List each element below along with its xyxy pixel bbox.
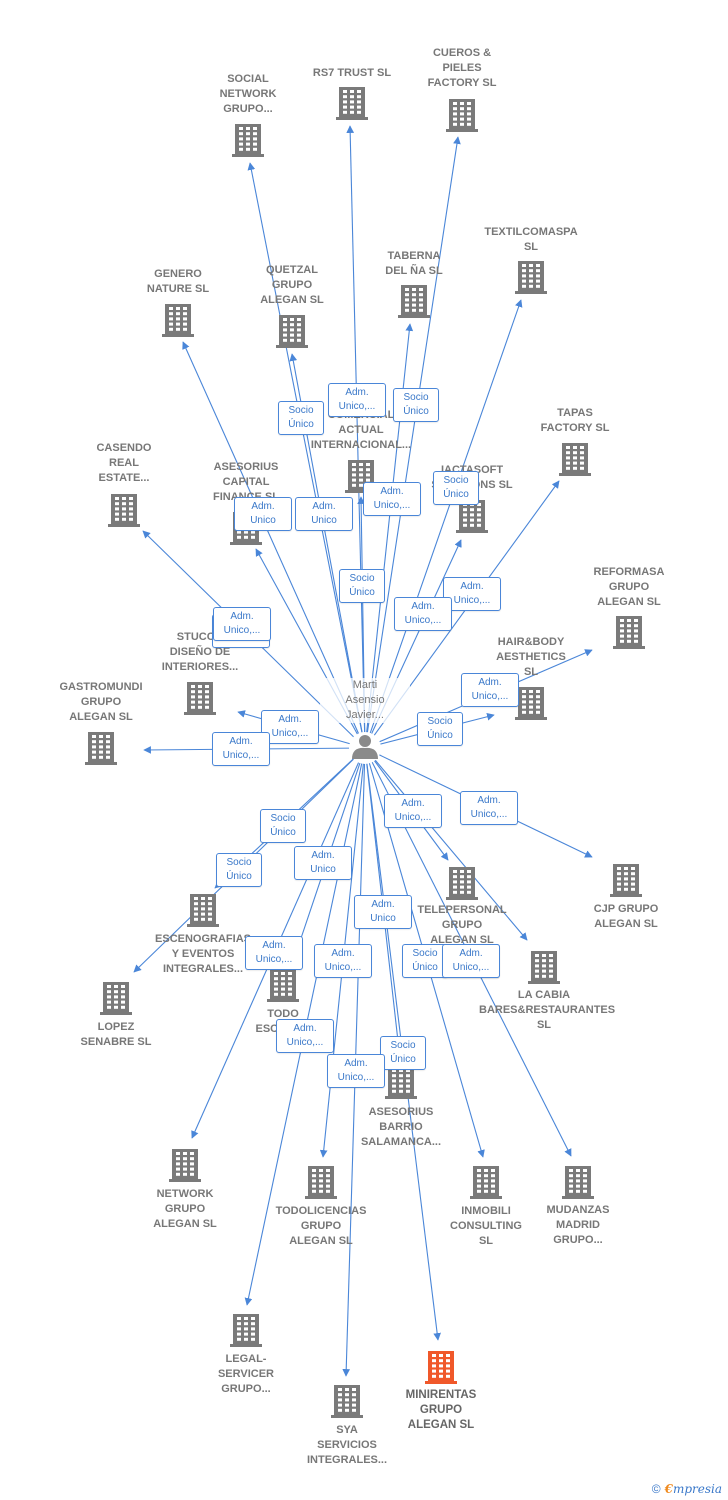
relation-badge[interactable]: Adm. Unico	[295, 497, 353, 531]
footer-brand[interactable]: ©€mpresia	[652, 1482, 722, 1496]
company-label-genero[interactable]: GENERO NATURE SL	[146, 268, 210, 295]
relation-badge[interactable]: Adm. Unico,...	[442, 944, 500, 978]
building-icon[interactable]	[610, 864, 642, 897]
relation-badge[interactable]: Adm. Unico,...	[261, 710, 319, 744]
edge-rs7	[346, 125, 366, 749]
relation-badge[interactable]: Adm. Unico,...	[363, 482, 421, 516]
company-label-lopez[interactable]: LOPEZ SENABRE SL	[80, 1021, 152, 1048]
company-label-social[interactable]: SOCIAL NETWORK GRUPO...	[219, 73, 277, 115]
building-icon[interactable]	[184, 682, 216, 715]
company-label-legal[interactable]: LEGAL- SERVICER GRUPO...	[217, 1353, 275, 1395]
relation-badge[interactable]: Socio Único	[278, 401, 324, 435]
relation-badge[interactable]: Socio Único	[339, 569, 385, 603]
company-label-inmobili[interactable]: INMOBILI CONSULTING SL	[450, 1205, 522, 1247]
relation-badge[interactable]: Adm. Unico,...	[276, 1019, 334, 1053]
relation-badge[interactable]: Adm. Unico,...	[460, 791, 518, 825]
company-label-stucco[interactable]: STUCCO DISEÑO DE INTERIORES...	[161, 631, 239, 673]
relation-badge[interactable]: Adm. Unico,...	[213, 607, 271, 641]
company-label-todolicencias[interactable]: TODOLICENCIAS GRUPO ALEGAN SL	[275, 1205, 367, 1247]
edge-cueros	[364, 136, 461, 749]
relation-badge[interactable]: Adm. Unico,...	[212, 732, 270, 766]
relation-badge[interactable]: Adm. Unico,...	[327, 1054, 385, 1088]
relation-badge[interactable]: Socio Único	[417, 712, 463, 746]
company-label-reformasa[interactable]: REFORMASA GRUPO ALEGAN SL	[593, 566, 665, 608]
relation-badge[interactable]: Adm. Unico	[234, 497, 292, 531]
building-icon[interactable]	[230, 1314, 262, 1347]
company-label-rs7[interactable]: RS7 TRUST SL	[312, 67, 392, 79]
building-icon[interactable]	[446, 867, 478, 900]
relation-badge[interactable]: Adm. Unico,...	[384, 794, 442, 828]
building-icon[interactable]	[100, 982, 132, 1015]
company-label-gastromundi[interactable]: GASTROMUNDI GRUPO ALEGAN SL	[59, 681, 143, 723]
company-label-network[interactable]: NETWORK GRUPO ALEGAN SL	[153, 1188, 217, 1230]
building-icon[interactable]	[336, 87, 368, 120]
building-icon[interactable]	[305, 1166, 337, 1199]
relation-badge[interactable]: Socio Único	[260, 809, 306, 843]
relation-badge[interactable]: Adm. Unico,...	[443, 577, 501, 611]
relation-badge[interactable]: Socio Único	[393, 388, 439, 422]
building-icon[interactable]	[398, 285, 430, 318]
building-icon[interactable]	[559, 443, 591, 476]
building-icon[interactable]	[385, 1066, 417, 1099]
building-icon[interactable]	[232, 124, 264, 157]
company-label-casendo[interactable]: CASENDO REAL ESTATE...	[96, 442, 152, 484]
company-label-taberna[interactable]: TABERNA DEL ÑA SL	[385, 250, 443, 277]
relation-badge[interactable]: Socio Único	[402, 944, 448, 978]
company-label-quetzal[interactable]: QUETZAL GRUPO ALEGAN SL	[260, 264, 324, 306]
building-icon[interactable]	[85, 732, 117, 765]
building-icon[interactable]	[276, 315, 308, 348]
building-icon[interactable]	[528, 951, 560, 984]
building-icon[interactable]	[331, 1385, 363, 1418]
building-icon[interactable]	[515, 261, 547, 294]
company-label-textil[interactable]: TEXTILCOMASPA SL	[484, 226, 578, 253]
edge-social	[247, 162, 366, 749]
company-label-sya[interactable]: SYA SERVICIOS INTEGRALES...	[306, 1424, 388, 1466]
building-icon[interactable]	[425, 1351, 457, 1384]
copyright-symbol: ©	[651, 1482, 661, 1496]
building-icon[interactable]	[187, 894, 219, 927]
person-label[interactable]: Marti Asensio Javier...	[320, 678, 410, 723]
relation-badge[interactable]: Socio Único	[433, 471, 479, 505]
building-icon[interactable]	[162, 304, 194, 337]
company-label-lacabia[interactable]: LA CABIA BARES&RESTAURANTES SL	[479, 989, 616, 1031]
relation-badge[interactable]: Adm. Unico	[294, 846, 352, 880]
relation-badge[interactable]: Adm. Unico,...	[328, 383, 386, 417]
relation-badge[interactable]: Adm. Unico,...	[461, 673, 519, 707]
building-icon[interactable]	[562, 1166, 594, 1199]
company-label-asesorius_barrio[interactable]: ASESORIUS BARRIO SALAMANCA...	[360, 1106, 442, 1148]
building-icon[interactable]	[470, 1166, 502, 1199]
edge-lacabia	[364, 747, 528, 941]
relation-badge[interactable]: Socio Único	[216, 853, 262, 887]
company-label-minirentas[interactable]: MINIRENTAS GRUPO ALEGAN SL	[405, 1389, 477, 1431]
building-icon[interactable]	[613, 616, 645, 649]
relation-badge[interactable]: Socio Único	[380, 1036, 426, 1070]
company-label-telepersonal[interactable]: TELEPERSONAL GRUPO ALEGAN SL	[417, 904, 507, 946]
company-label-escenografias[interactable]: ESCENOGRAFIAS Y EVENTOS INTEGRALES...	[155, 933, 251, 975]
building-icon[interactable]	[169, 1149, 201, 1182]
building-icon[interactable]	[515, 687, 547, 720]
relation-badge[interactable]: Adm. Unico,...	[394, 597, 452, 631]
company-label-cjp[interactable]: CJP GRUPO ALEGAN SL	[593, 903, 659, 930]
relation-badge[interactable]: Adm. Unico,...	[314, 944, 372, 978]
building-icon[interactable]	[456, 500, 488, 533]
edge-textil	[364, 299, 523, 749]
relation-badge[interactable]: Adm. Unico	[354, 895, 412, 929]
company-label-hairbody[interactable]: HAIR&BODY AESTHETICS SL	[496, 636, 566, 678]
building-icon[interactable]	[267, 969, 299, 1002]
company-label-tapas[interactable]: TAPAS FACTORY SL	[540, 407, 610, 434]
company-label-cueros[interactable]: CUEROS & PIELES FACTORY SL	[427, 47, 497, 89]
relation-badge[interactable]: Adm. Unico,...	[245, 936, 303, 970]
building-icon[interactable]	[108, 494, 140, 527]
person-icon[interactable]	[349, 732, 381, 764]
building-icon[interactable]	[446, 99, 478, 132]
brand-logo: €mpresia	[664, 1482, 722, 1496]
company-label-mudanzas[interactable]: MUDANZAS MADRID GRUPO...	[546, 1204, 610, 1246]
